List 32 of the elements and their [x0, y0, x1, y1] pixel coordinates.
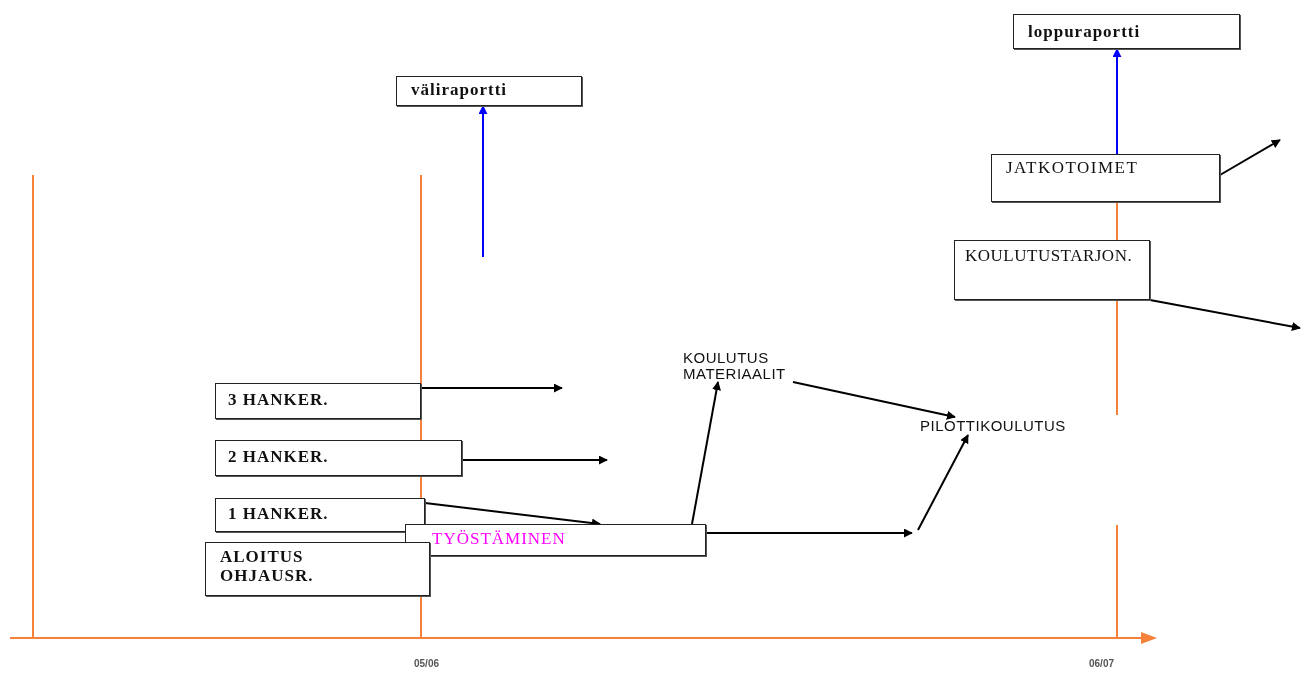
arrow	[478, 105, 488, 258]
step-label: PILOTTIKOULUTUS	[920, 417, 1066, 434]
box-label: 1 HANKER.	[228, 504, 330, 524]
step-label: KOULUTUS MATERIAALIT	[683, 350, 787, 382]
box-label: KOULUTUSTARJON.	[965, 246, 1134, 266]
text-box	[396, 76, 582, 106]
text-box	[405, 524, 706, 556]
arrow	[705, 528, 913, 538]
date-label: 05/06	[414, 658, 440, 669]
text-box	[954, 240, 1150, 300]
arrow	[917, 434, 969, 531]
text-box	[1013, 14, 1240, 49]
arrow	[461, 455, 608, 465]
arrow	[792, 381, 956, 420]
arrow	[1219, 139, 1281, 176]
box-label: loppuraportti	[1028, 22, 1142, 42]
box-label: väliraportti	[411, 80, 509, 100]
arrow	[691, 381, 721, 525]
text-box	[991, 154, 1220, 202]
arrow	[1149, 299, 1301, 331]
box-label: JATKOTOIMET	[1006, 158, 1140, 178]
date-label: 06/07	[1089, 658, 1115, 669]
box-label: TYÖSTÄMINEN	[432, 529, 567, 549]
text-box	[205, 542, 430, 596]
text-box	[215, 440, 462, 476]
arrow	[1112, 48, 1122, 155]
text-box	[215, 383, 421, 419]
arrow	[420, 383, 563, 393]
box-label: 2 HANKER.	[228, 447, 330, 467]
text-box	[215, 498, 425, 532]
box-label: ALOITUS OHJAUSR.	[220, 547, 315, 585]
box-label: 3 HANKER.	[228, 390, 330, 410]
